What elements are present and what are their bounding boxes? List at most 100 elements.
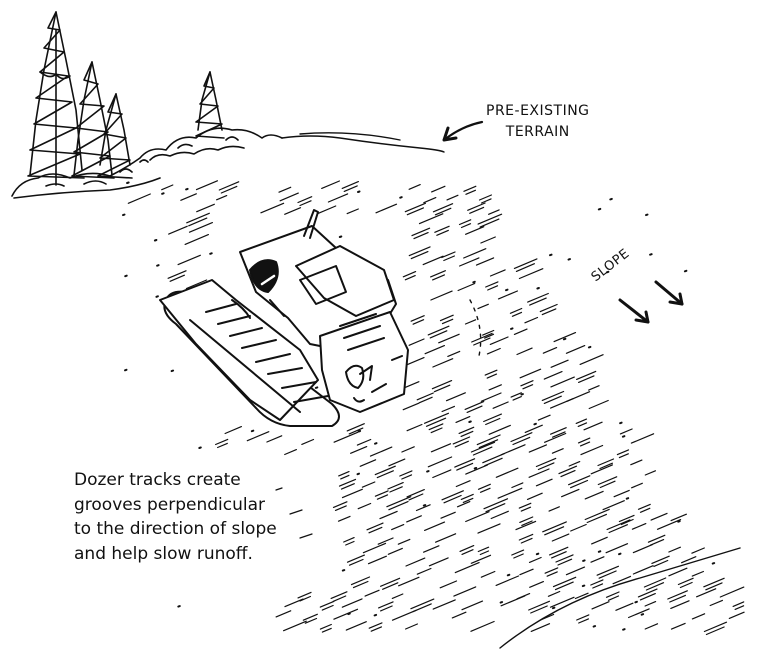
groove-dash [614, 490, 629, 496]
groove-dash [579, 376, 594, 383]
groove-dash [392, 594, 403, 598]
speckle [157, 265, 159, 266]
groove-dash [347, 424, 364, 431]
groove-dash [280, 193, 298, 201]
speckle [537, 554, 539, 555]
groove-dash [520, 369, 541, 378]
speckle [511, 328, 513, 329]
groove-dash [466, 512, 489, 522]
groove-dash [441, 512, 455, 518]
groove-dash [434, 385, 449, 392]
groove-dash [225, 427, 241, 434]
groove-dash [648, 535, 664, 542]
groove-dash [631, 434, 653, 443]
groove-dash [424, 546, 439, 552]
speckle [375, 615, 377, 616]
speckle [635, 602, 637, 603]
arrow-icon [620, 300, 648, 322]
groove-dash [402, 447, 414, 452]
groove-dash [462, 601, 483, 610]
groove-dash [559, 466, 577, 473]
groove-dash [343, 489, 363, 497]
speckle [620, 423, 622, 424]
speckle [627, 498, 629, 499]
groove-dash [285, 450, 297, 455]
groove-dash [457, 463, 473, 470]
groove-dash [334, 609, 358, 619]
groove-dash [339, 516, 351, 521]
terrain-label-line1: PRE-EXISTING [486, 101, 590, 122]
groove-dash [424, 198, 436, 203]
groove-dash [521, 507, 530, 511]
arrow-icon [444, 122, 482, 140]
groove-dash [430, 331, 447, 338]
groove-dash [484, 414, 502, 421]
groove-dash [407, 490, 424, 497]
groove-dash [403, 403, 419, 410]
speckle [623, 436, 625, 437]
groove-dash [428, 326, 449, 335]
groove-dash [516, 521, 536, 529]
groove-dash [609, 525, 627, 533]
groove-dash [322, 181, 340, 188]
groove-dash [398, 539, 410, 544]
groove-dash [375, 466, 395, 474]
groove-dash [302, 440, 314, 445]
groove-dash [267, 436, 282, 442]
speckle [713, 563, 715, 564]
groove-dash [346, 542, 354, 546]
groove-dash [409, 339, 424, 345]
groove-dash [489, 385, 501, 390]
speckle [678, 521, 680, 522]
speckle [564, 339, 566, 340]
groove-dash [491, 511, 508, 518]
groove-dash [478, 304, 488, 308]
groove-dash [631, 460, 642, 465]
speckle [172, 371, 174, 372]
groove-dash [511, 393, 521, 397]
groove-dash [481, 488, 491, 492]
groove-dash [481, 237, 495, 243]
groove-dash [328, 194, 347, 202]
groove-dash [407, 516, 422, 522]
groove-dash [439, 334, 459, 343]
groove-dash [733, 602, 744, 607]
speckle [506, 290, 508, 291]
groove-dash [367, 523, 383, 530]
groove-dash [407, 358, 424, 365]
groove-dash [613, 576, 630, 583]
groove-dash [218, 443, 228, 447]
groove-dash [545, 434, 566, 443]
groove-dash [548, 592, 559, 597]
speckle [473, 282, 475, 283]
groove-dash [519, 269, 542, 279]
speckle [358, 474, 360, 475]
groove-dash [456, 481, 470, 487]
groove-dash [489, 210, 500, 214]
groove-dash [181, 194, 197, 201]
groove-dash [420, 214, 443, 224]
groove-dash [692, 614, 704, 619]
groove-dash [545, 527, 564, 535]
groove-dash [591, 465, 612, 474]
groove-dash [471, 622, 494, 632]
groove-dash [468, 203, 485, 210]
speckle [642, 614, 644, 615]
speckle [252, 431, 254, 432]
groove-dash [365, 590, 379, 596]
groove-dash [369, 556, 387, 564]
speckle [127, 183, 129, 184]
groove-dash [479, 440, 497, 448]
groove-dash [376, 204, 397, 213]
groove-dash [498, 488, 522, 498]
groove-dash [442, 406, 454, 411]
terrain-label-line2: TERRAIN [486, 122, 590, 143]
groove-dash [425, 522, 445, 530]
groove-dash [587, 514, 606, 522]
groove-dash [566, 567, 584, 575]
groove-dash [284, 621, 307, 631]
groove-dash [530, 558, 542, 563]
groove-dash [393, 610, 417, 620]
groove-dash [221, 186, 237, 193]
speckle [501, 602, 503, 603]
